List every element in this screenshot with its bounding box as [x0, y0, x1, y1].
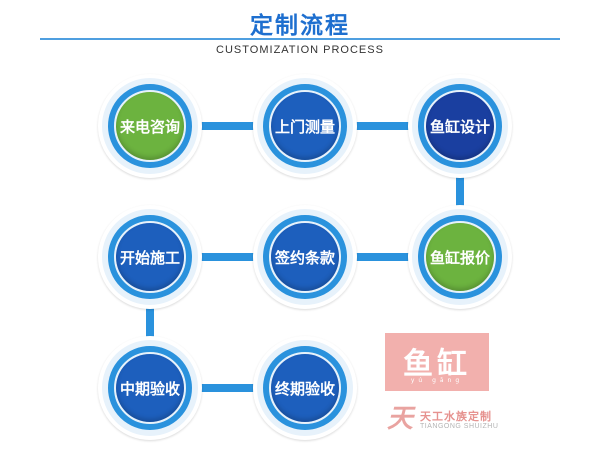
step-6-label: 开始施工: [116, 223, 184, 291]
step-5-label: 签约条款: [271, 223, 339, 291]
step-7-label: 中期验收: [116, 354, 184, 422]
brand-seal-icon: 天: [386, 404, 413, 434]
step-5-node: 签约条款: [253, 205, 357, 309]
step-4-label: 鱼缸报价: [426, 223, 494, 291]
step-ring: 中期验收: [108, 346, 192, 430]
connector-3-4: [456, 126, 464, 260]
step-3-label: 鱼缸设计: [426, 92, 494, 160]
logo-pinyin: yú gāng: [410, 377, 464, 384]
step-ring: 来电咨询: [108, 84, 192, 168]
step-ring: 终期验收: [263, 346, 347, 430]
step-6-node: 开始施工: [98, 205, 202, 309]
connector-6-7: [146, 257, 154, 391]
logo-text: 鱼缸: [403, 347, 471, 382]
watermark-logo: 鱼缸 yú gāng: [385, 333, 489, 391]
brand-name: 天工水族定制: [420, 410, 492, 423]
brand-pinyin: TIANGONG SHUIZHU: [420, 423, 499, 430]
step-3-node: 鱼缸设计: [408, 74, 512, 178]
connector-7-8: [150, 384, 306, 392]
step-ring: 签约条款: [263, 215, 347, 299]
step-8-node: 终期验收: [253, 336, 357, 440]
step-1-node: 来电咨询: [98, 74, 202, 178]
step-ring: 上门测量: [263, 84, 347, 168]
page-title: 定制流程: [250, 13, 350, 39]
page-subtitle: CUSTOMIZATION PROCESS: [216, 44, 384, 56]
step-4-node: 鱼缸报价: [408, 205, 512, 309]
step-8-label: 终期验收: [271, 354, 339, 422]
step-ring: 鱼缸报价: [418, 215, 502, 299]
step-1-label: 来电咨询: [116, 92, 184, 160]
step-ring: 开始施工: [108, 215, 192, 299]
step-7-node: 中期验收: [98, 336, 202, 440]
step-2-node: 上门测量: [253, 74, 357, 178]
title-divider: [40, 38, 560, 40]
step-ring: 鱼缸设计: [418, 84, 502, 168]
step-2-label: 上门测量: [271, 92, 339, 160]
